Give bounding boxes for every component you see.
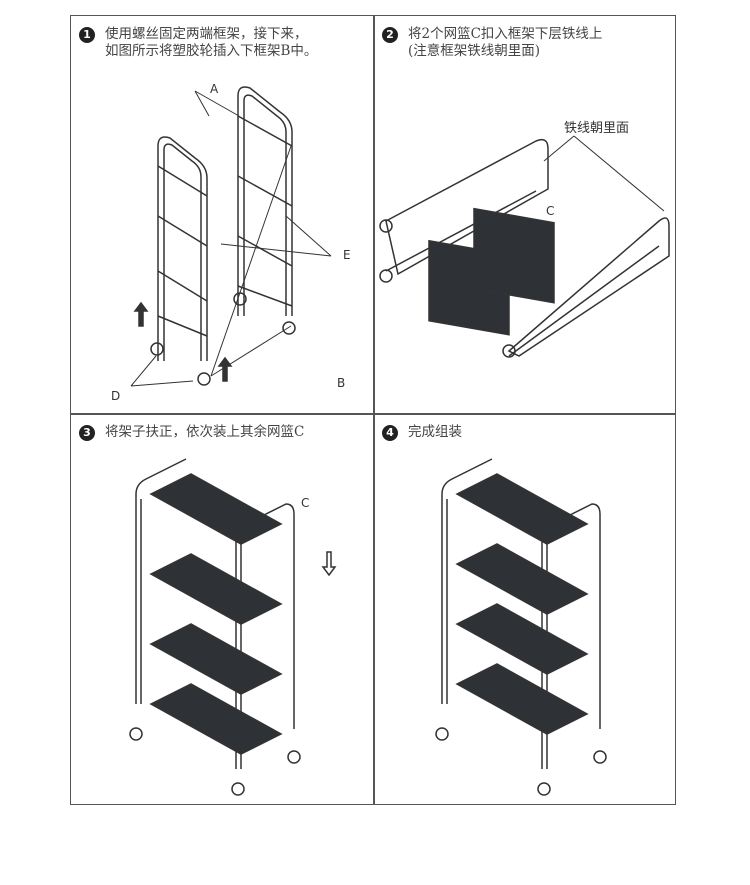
step-number: 3 <box>79 425 95 441</box>
basket-insertion-illustration <box>379 135 670 358</box>
label-c: C <box>301 496 310 510</box>
label-a: A <box>210 82 219 96</box>
divider <box>373 16 375 804</box>
divider <box>71 413 675 415</box>
step-text: 使用螺丝固定两端框架，接下来， <box>105 26 308 42</box>
step-number: 1 <box>79 27 95 43</box>
step-text: 将2个网篮C扣入框架下层铁线上 <box>408 26 603 42</box>
completed-cart-illustration <box>435 458 607 796</box>
label-d: D <box>111 389 121 403</box>
step-text: (注意框架铁线朝里面) <box>408 43 541 59</box>
frame-assembly-illustration <box>130 86 332 387</box>
step-number: 4 <box>382 425 398 441</box>
shelf-installation-illustration <box>129 458 337 796</box>
annotation-wire-inward: 铁线朝里面 <box>564 121 630 136</box>
step-text: 完成组装 <box>408 424 462 440</box>
step-number: 2 <box>382 27 398 43</box>
instruction-grid: 1 使用螺丝固定两端框架，接下来，如图所示将塑胶轮插入下框架B中。 A B D E… <box>70 15 676 805</box>
step-text: 如图所示将塑胶轮插入下框架B中。 <box>105 43 318 59</box>
step-4-panel: 4 完成组装 <box>374 414 676 810</box>
step-3-panel: 3 将架子扶正，依次装上其余网篮C C <box>71 414 373 810</box>
label-e: E <box>343 248 351 262</box>
step-2-panel: 2 将2个网篮C扣入框架下层铁线上(注意框架铁线朝里面) 铁线朝里面 C C <box>374 16 676 412</box>
label-b: B <box>337 376 346 390</box>
step-text: 将架子扶正，依次装上其余网篮C <box>105 424 305 440</box>
step-1-panel: 1 使用螺丝固定两端框架，接下来，如图所示将塑胶轮插入下框架B中。 A B D E <box>71 16 373 412</box>
label-c: C <box>546 204 555 218</box>
label-c: C <box>434 303 443 317</box>
